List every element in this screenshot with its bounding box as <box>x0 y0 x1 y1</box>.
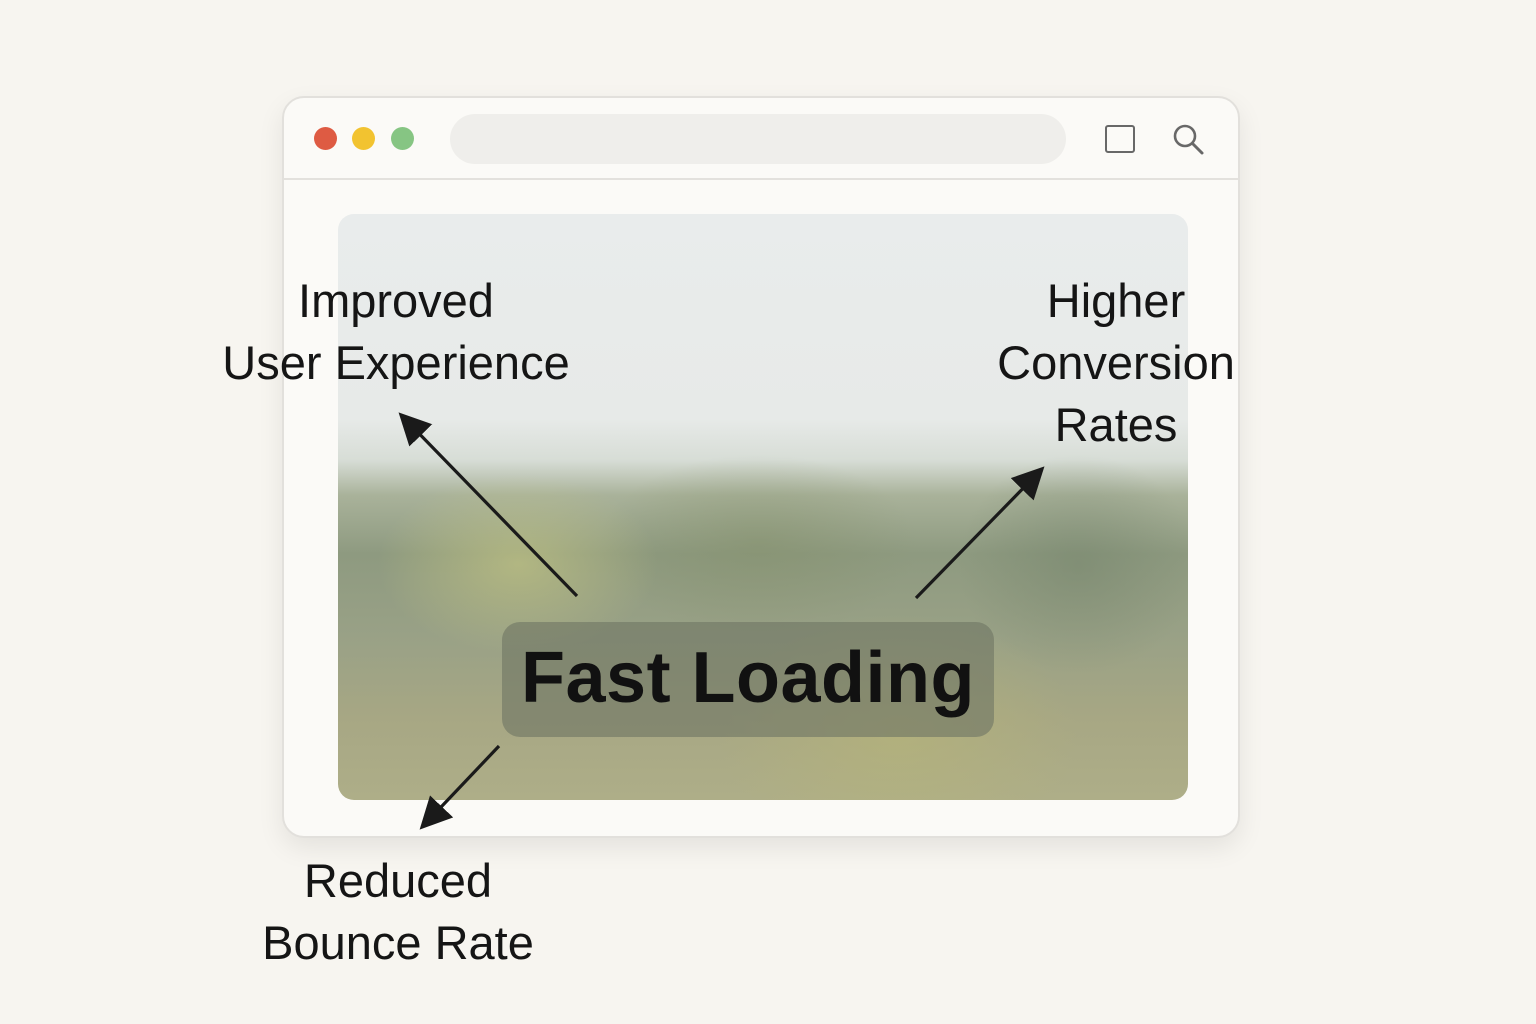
search-icon[interactable] <box>1172 123 1206 162</box>
benefit-conversion: Higher Conversion Rates <box>968 270 1264 456</box>
benefit-bounce-rate-line1: Reduced <box>303 854 493 907</box>
benefit-conversion-line3: Rates <box>1054 398 1178 451</box>
fast-loading-label: Fast Loading <box>521 638 975 718</box>
benefit-conversion-line1: Higher <box>1046 274 1186 327</box>
fast-loading-badge: Fast Loading <box>502 622 994 737</box>
benefit-user-experience: Improved User Experience <box>196 270 596 394</box>
benefit-conversion-line2: Conversion <box>997 336 1235 389</box>
minimize-window-icon[interactable] <box>352 127 375 150</box>
browser-toolbar <box>284 98 1238 180</box>
tab-icon[interactable] <box>1105 125 1135 153</box>
address-bar[interactable] <box>450 114 1066 164</box>
close-window-icon[interactable] <box>314 127 337 150</box>
benefit-user-experience-line1: Improved <box>298 274 494 327</box>
benefit-bounce-rate-line2: Bounce Rate <box>262 916 534 969</box>
benefit-bounce-rate: Reduced Bounce Rate <box>238 850 558 974</box>
maximize-window-icon[interactable] <box>391 127 414 150</box>
benefit-user-experience-line2: User Experience <box>222 336 570 389</box>
